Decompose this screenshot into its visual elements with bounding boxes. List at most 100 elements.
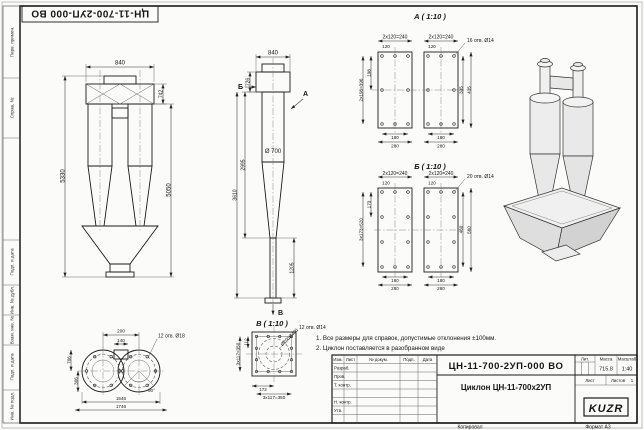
front-dim-5330: 5330 <box>61 169 67 183</box>
detail-b-120a: 120 <box>382 181 390 186</box>
section-arrow-a-label: А <box>303 91 308 98</box>
tb-col-doc: № докум. <box>369 357 388 362</box>
tb-col-data: Дата <box>423 357 433 362</box>
detail-a-pitch1: 2x120=240 <box>383 35 408 41</box>
tb-scale-value: 1:40 <box>622 367 633 373</box>
detail-a-335: 335 <box>459 86 464 94</box>
note-2: 2. Циклон поставляется в разобранном вид… <box>316 345 445 352</box>
detail-b-180a: 180 <box>391 278 399 283</box>
side-dim-2995: 2995 <box>241 159 247 170</box>
margin-field-5: Взам. инв. № <box>10 316 15 345</box>
plan-dim-706: 706 <box>67 356 72 364</box>
side-dim-dia700: Ø 700 <box>265 149 282 155</box>
detail-v-dia200: Ø200 <box>279 335 291 347</box>
detail-a-pitch2: 2x120=240 <box>429 35 454 41</box>
detail-v-vpitch: 3x117=350 <box>236 342 241 365</box>
margin-field-7: Инв. № подл. <box>10 392 15 421</box>
detail-b-pitch2: 2x120=240 <box>429 171 454 177</box>
detail-v-172: 172 <box>259 387 267 392</box>
side-dim-840: 840 <box>268 51 279 57</box>
detail-v-112: 112 <box>244 338 249 346</box>
detail-a-180b: 180 <box>437 135 445 140</box>
tb-col-podp: Подп. <box>403 357 414 362</box>
note-1: 1. Все размеры для справок, допустимые о… <box>316 335 496 342</box>
detail-a-holes-note: 16 отв. Ø14 <box>467 38 494 44</box>
front-dim-742: 742 <box>159 90 165 99</box>
title-block: Изм. Лист № докум. Подп. Дата Разраб. Пр… <box>331 354 638 430</box>
detail-v-holes-note: 12 отв. Ø14 <box>299 325 326 331</box>
detail-v-view: В ( 1:10 ) 12 отв. Ø14 112 3x117=350 172… <box>236 319 327 400</box>
plan-dim-1546: 1546 <box>116 396 127 401</box>
detail-a-120b: 120 <box>428 44 436 49</box>
plan-dim-1746: 1746 <box>116 404 127 409</box>
tb-col-list: Лист <box>346 357 355 362</box>
detail-a-120a: 120 <box>382 44 390 49</box>
plan-view: 200 140 12 отв. Ø18 706 306 1546 1746 90… <box>67 329 185 412</box>
tb-row-tkontr: Т. контр. <box>334 383 351 388</box>
detail-b-460: 460 <box>459 225 464 233</box>
tb-designation: ЦН-11-700-2УП-000 ВО <box>449 361 564 372</box>
tb-row-nkontr: Н. контр. <box>334 400 352 405</box>
detail-b-180b: 180 <box>437 278 445 283</box>
detail-a-title: А ( 1:10 ) <box>413 12 446 21</box>
side-dim-1205: 1205 <box>290 262 296 273</box>
tb-row-utv: Утв. <box>334 408 342 413</box>
detail-b-title: Б ( 1:10 ) <box>414 162 446 171</box>
tb-masshtab-label: Масштаб <box>618 357 637 362</box>
plan-holes-note: 12 отв. Ø18 <box>158 334 185 340</box>
detail-b-120b: 120 <box>428 181 436 186</box>
front-dim-840: 840 <box>115 61 126 67</box>
detail-a-280b: 280 <box>437 144 445 149</box>
margin-field-4: Инв. № дубл. <box>10 286 15 314</box>
side-dim-726: 726 <box>246 78 252 87</box>
detail-v-title: В ( 1:10 ) <box>256 319 288 328</box>
margin-field-6: Подп. и дата <box>10 353 15 381</box>
detail-v-dia400: Ø400 <box>287 327 299 339</box>
tb-format: Формат А3 <box>585 425 610 430</box>
section-arrow-v-label: В <box>278 310 283 317</box>
tb-listov-label: Листов <box>611 378 626 383</box>
plan-dim-140: 140 <box>117 338 125 343</box>
detail-a-435: 435 <box>467 86 472 94</box>
plan-angle-90: 90° <box>148 388 155 393</box>
detail-b-560: 560 <box>467 226 472 234</box>
tb-kopiroval: Копировал <box>457 425 482 430</box>
detail-b-280a: 280 <box>391 286 399 291</box>
tb-lit-label: Лит. <box>581 357 589 362</box>
detail-b-173: 173 <box>367 200 372 208</box>
tb-listov-value: 1 <box>631 378 634 383</box>
tb-col-izm: Изм. <box>333 357 342 362</box>
tb-massa-label: Масса <box>600 357 613 362</box>
margin-field-3: Подп. и дата <box>10 248 15 276</box>
company-logo: KUZR <box>589 403 624 415</box>
detail-b-holes-note: 20 отв. Ø14 <box>467 174 494 180</box>
margin-field-1: Перв. примен. <box>10 27 15 58</box>
side-view: 840 726 2995 3610 Ø 700 1205 Б А В <box>233 51 309 318</box>
margin-field-2: Справ. № <box>10 98 15 119</box>
detail-b-vpitch: 3x173=520 <box>359 218 364 241</box>
stamp-designation: ЦН-11-700-2УП-000 ВО <box>31 8 149 19</box>
side-dim-3610: 3610 <box>233 189 239 200</box>
detail-v-hpitch: 3x117=350 <box>263 395 286 400</box>
detail-a-view: А ( 1:10 ) 2x120=240 2x120=240 120 120 1… <box>359 12 495 149</box>
front-view: 840 742 5050 5330 <box>61 61 174 278</box>
detail-a-198: 198 <box>367 69 372 77</box>
detail-a-180a: 180 <box>391 135 399 140</box>
plan-dim-200: 200 <box>117 329 125 334</box>
tb-part-name: Циклон ЦН-11-700х2УП <box>461 383 551 392</box>
tb-row-prov: Пров. <box>334 374 345 379</box>
notes: 1. Все размеры для справок, допустимые о… <box>316 335 496 352</box>
front-dim-5050: 5050 <box>167 183 173 197</box>
top-stamp: ЦН-11-700-2УП-000 ВО <box>21 5 159 23</box>
detail-b-pitch1: 2x120=240 <box>383 171 408 177</box>
detail-a-280a: 280 <box>391 144 399 149</box>
section-arrow-b-label: Б <box>238 84 243 91</box>
detail-a-vpitch: 2x198=396 <box>359 78 364 101</box>
detail-b-view: Б ( 1:10 ) 2x120=240 2x120=240 120 120 2… <box>359 162 495 291</box>
tb-row-razrab: Разраб. <box>334 366 349 371</box>
tb-mass-value: 715.8 <box>599 367 613 373</box>
plan-dim-306: 306 <box>74 377 79 385</box>
detail-b-280b: 280 <box>437 286 445 291</box>
